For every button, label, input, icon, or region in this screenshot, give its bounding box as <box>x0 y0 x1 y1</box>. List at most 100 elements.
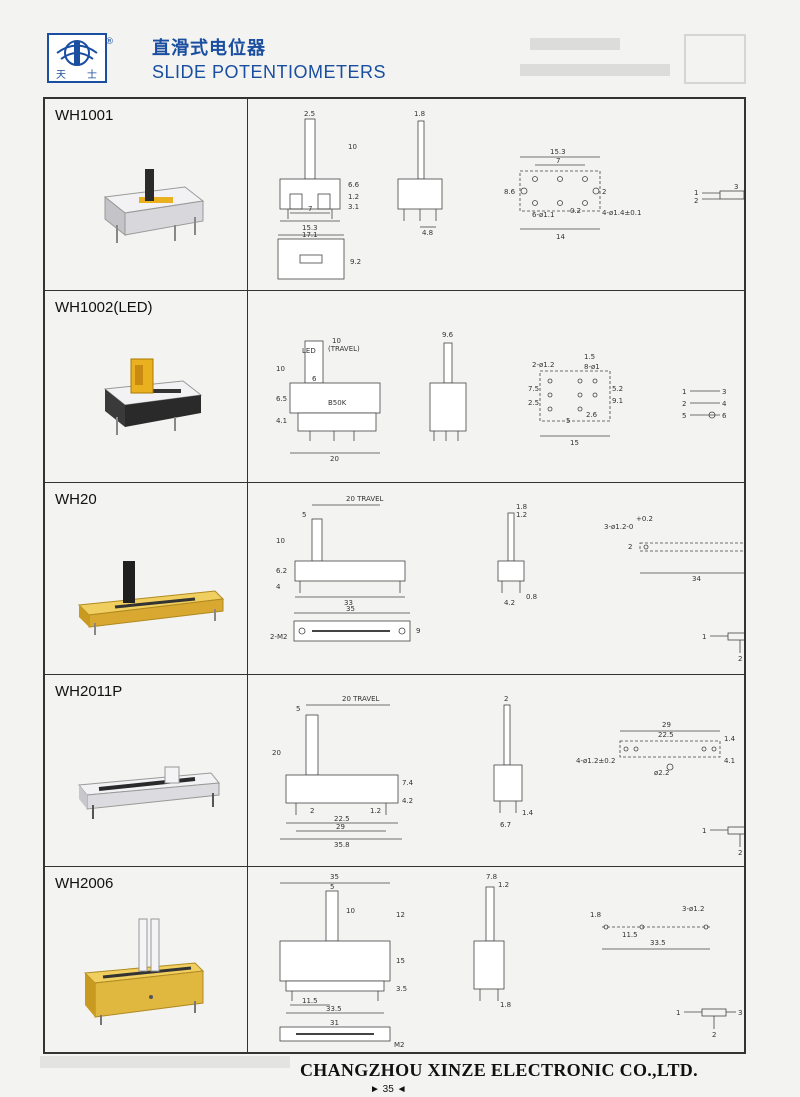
dim-label: 1.4 <box>522 809 534 817</box>
dim-label: 6.2 <box>276 567 287 575</box>
product-cell: WH1001 <box>45 99 248 290</box>
technical-drawings: LED 10 (TRAVEL) 6 10 6.5 4.1 20 B50K 9.6… <box>250 291 744 482</box>
dim-label: 35 <box>346 605 355 613</box>
dim-label: 10 <box>276 365 285 373</box>
dim-label: 4.2 <box>504 599 515 607</box>
table-row: WH2006 <box>45 867 744 1052</box>
dim-label: 1.2 <box>516 511 527 519</box>
product-cell: WH1002(LED) <box>45 291 248 482</box>
pin-label: 1 <box>682 388 686 396</box>
dimension-drawing: 20 TRAVEL 5 10 6.2 4 33 35 9 2-M2 1.8 1.… <box>270 495 766 663</box>
pin-label: 6 <box>722 412 727 420</box>
dim-label: 7.8 <box>486 873 497 881</box>
dim-label: 2.5 <box>528 399 539 407</box>
dim-label: 1.8 <box>414 110 425 118</box>
dim-label: 10 <box>348 143 357 151</box>
dim-label: 22.5 <box>658 731 674 739</box>
dim-label: 5 <box>302 511 306 519</box>
product-photo <box>78 766 220 819</box>
dim-label: 11.5 <box>302 997 318 1005</box>
dim-label: 2.5 <box>304 110 315 118</box>
dimension-drawing: 2.5 10 6.6 1.2 3.1 7 15.3 17.1 17.1 9.2 … <box>277 110 750 280</box>
dim-label: 7 <box>308 205 312 213</box>
table-row: WH1001 <box>45 99 750 291</box>
dim-label: 2 <box>310 807 314 815</box>
dimension-drawing: LED 10 (TRAVEL) 6 10 6.5 4.1 20 B50K 9.6… <box>276 331 727 463</box>
dim-label: 1.8 <box>590 911 601 919</box>
model-name: WH2011P <box>55 683 123 700</box>
dim-label: 2 <box>504 695 508 703</box>
page-number: ► 35 ◄ <box>370 1084 407 1095</box>
dim-label: 4.8 <box>422 229 433 237</box>
dim-label: 6 <box>312 375 317 383</box>
pin-label: 3 <box>734 183 738 191</box>
dim-label: 10 <box>332 337 341 345</box>
product-photo <box>83 918 205 1025</box>
pin-label: 1 <box>702 633 706 641</box>
dim-label: 15 <box>396 957 405 965</box>
bleed-through-shadow <box>40 1056 290 1068</box>
title-english: SLIDE POTENTIOMETERS <box>152 62 387 82</box>
dim-label: 17.1 <box>302 231 318 239</box>
dim-label: 0.8 <box>526 593 537 601</box>
product-cell: WH2006 <box>45 867 248 1052</box>
dim-label: LED <box>302 347 316 355</box>
dim-label: 6.5 <box>276 395 287 403</box>
dim-label: 4-ø1.2±0.2 <box>576 757 615 765</box>
dim-label: 4-ø1.4±0.1 <box>602 209 641 217</box>
pin-label: 2 <box>682 400 686 408</box>
dim-label: 20 <box>272 749 281 757</box>
dim-label: 0.2 <box>570 207 581 215</box>
dim-label: 1.2 <box>498 881 509 889</box>
dim-label: 6-ø1.1 <box>532 211 554 219</box>
dim-label: 5.2 <box>612 385 623 393</box>
technical-drawings: 5 20 TRAVEL 20 7.4 4.2 2 1.2 22.5 29 35.… <box>250 675 766 866</box>
dim-label: 9 <box>416 627 420 635</box>
dim-label: 15 <box>570 439 579 447</box>
dim-label: 29 <box>662 721 671 729</box>
dim-label: 9.6 <box>442 331 454 339</box>
dim-label: 9.1 <box>612 397 623 405</box>
dim-label: 14 <box>556 233 565 241</box>
dim-label: 11.5 <box>622 931 638 939</box>
dim-label: 2.6 <box>586 411 598 419</box>
product-cell: WH2011P <box>45 675 248 866</box>
dim-label: 3-ø1.2-0 <box>604 523 633 531</box>
table-row: WH1002(LED) <box>45 291 744 483</box>
dim-label: 5 <box>566 417 570 425</box>
pin-label: 3 <box>738 1009 742 1017</box>
dim-label: B50K <box>328 399 347 407</box>
dim-label: 4.1 <box>724 757 735 765</box>
dim-label: 33 <box>344 599 353 607</box>
pin-label: 5 <box>682 412 686 420</box>
dim-label: 4.1 <box>276 417 287 425</box>
product-table: WH1001 <box>43 97 766 1054</box>
dim-label: 1.4 <box>724 735 736 743</box>
product-photo <box>77 561 225 635</box>
pin-label: 1 <box>676 1009 680 1017</box>
dim-label: 8-ø1 <box>584 363 600 371</box>
technical-drawings: 35 5 10 12 15 3.5 11.5 33.5 31 M2 7.8 1.… <box>250 867 744 1052</box>
dim-label: 9.2 <box>350 258 361 266</box>
dim-label: 4.2 <box>402 797 413 805</box>
dim-label: 33.5 <box>650 939 666 947</box>
dim-label: 20 <box>330 455 339 463</box>
dim-label: 2-ø1.2 <box>532 361 554 369</box>
dim-label: 5 <box>330 883 334 891</box>
bleed-through-shadow <box>520 34 746 84</box>
dim-label: 5 <box>296 705 300 713</box>
dim-label: 31 <box>330 1019 339 1027</box>
table-row: WH20 <box>45 483 766 675</box>
dimension-drawing: 35 5 10 12 15 3.5 11.5 33.5 31 M2 7.8 1.… <box>279 873 742 1049</box>
dim-label: 33.5 <box>326 1005 342 1013</box>
dim-label: 8.6 <box>504 188 516 196</box>
dim-label: 7.4 <box>402 779 414 787</box>
dim-label: ø2.2 <box>654 769 669 777</box>
model-name: WH20 <box>55 491 97 508</box>
dim-label: 35.8 <box>334 841 350 849</box>
pin-label: 2 <box>738 849 742 857</box>
product-cell: WH20 <box>45 483 248 674</box>
company-logo: 天 士 ® <box>47 33 114 83</box>
dim-label: 35 <box>330 873 339 881</box>
dim-label: 6.7 <box>500 821 511 829</box>
